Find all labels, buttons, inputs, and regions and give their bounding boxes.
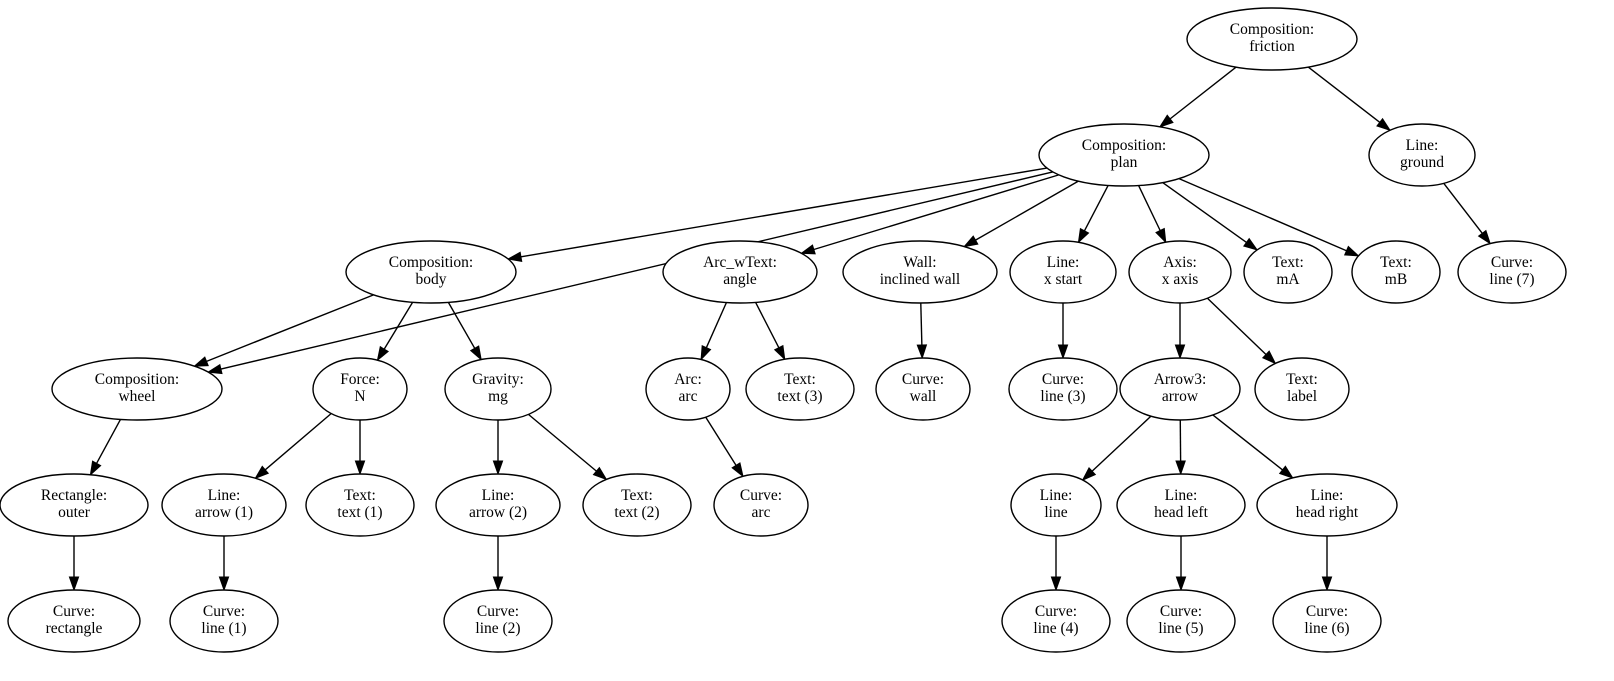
graph-node-textmB[interactable] — [1351, 240, 1441, 304]
graph-edge-arrowhead — [68, 576, 80, 592]
graph-node-arrow1[interactable] — [161, 473, 287, 537]
graph-edge — [1162, 182, 1247, 243]
graph-node-angle[interactable] — [662, 240, 818, 304]
graph-edge — [1137, 185, 1161, 231]
graph-node-arrow2[interactable] — [435, 473, 561, 537]
graph-edge-arrowhead — [206, 363, 223, 375]
graph-node-headleft[interactable] — [1116, 473, 1246, 537]
graph-edge-arrowhead — [1376, 117, 1392, 132]
graph-edge-arrowhead — [1077, 227, 1090, 244]
graph-node-curvearc[interactable] — [713, 473, 809, 537]
graph-edge-arrowhead — [1278, 465, 1294, 479]
graph-node-headright[interactable] — [1256, 473, 1398, 537]
graph-node-body[interactable] — [345, 240, 517, 304]
graph-node-text2[interactable] — [582, 473, 692, 537]
graph-edge — [975, 180, 1079, 241]
graph-node-forceN[interactable] — [312, 357, 408, 421]
graph-node-wheel[interactable] — [51, 357, 223, 421]
graph-node-textmA[interactable] — [1243, 240, 1333, 304]
graph-edge-arrowhead — [1343, 245, 1360, 257]
graph-edge-arrowhead — [773, 344, 786, 361]
graph-edge-arrowhead — [1155, 227, 1167, 244]
graph-edge-arrowhead — [1321, 576, 1333, 592]
graph-edge-arrowhead — [218, 576, 230, 592]
graph-edge — [206, 294, 374, 362]
graph-edge — [1169, 66, 1237, 120]
graph-node-arcarc[interactable] — [645, 357, 731, 421]
graph-edge-arrowhead — [193, 356, 209, 367]
graph-edge-arrowhead — [492, 460, 504, 476]
graph-node-curvewall[interactable] — [875, 357, 971, 421]
graph-node-lineline[interactable] — [1010, 473, 1102, 537]
graph-edge-arrowhead — [89, 460, 102, 477]
graph-edge — [754, 302, 780, 349]
graph-edge — [220, 171, 1053, 370]
graph-node-line1[interactable] — [169, 589, 279, 653]
graph-edge — [813, 174, 1059, 251]
graph-edge-arrowhead — [700, 345, 712, 361]
graph-edge — [383, 301, 414, 350]
graph-edge — [1206, 297, 1267, 355]
graph-edge — [264, 412, 332, 471]
graph-node-line6[interactable] — [1272, 589, 1382, 653]
graph-edge-arrowhead — [799, 244, 816, 255]
graph-node-ground[interactable] — [1368, 123, 1476, 187]
graph-node-xstart[interactable] — [1009, 240, 1117, 304]
graph-edge-arrowhead — [1158, 114, 1174, 128]
graph-node-text3[interactable] — [745, 357, 855, 421]
graph-edge-arrowhead — [1243, 237, 1259, 251]
graph-node-textlabel[interactable] — [1254, 357, 1350, 421]
graph-edge-arrowhead — [592, 466, 608, 481]
graph-edge — [1091, 415, 1152, 472]
graph-edge-arrowhead — [916, 344, 928, 360]
graph-edge-arrowhead — [1081, 466, 1097, 482]
graph-edge — [1083, 185, 1109, 232]
graph-edge-arrowhead — [354, 460, 366, 476]
graph-edge — [705, 302, 728, 348]
graph-edge — [1178, 178, 1347, 252]
graph-edge — [1307, 66, 1381, 123]
graph-edge — [705, 416, 737, 466]
graph-node-line3[interactable] — [1008, 357, 1118, 421]
graph-edge-arrowhead — [469, 345, 482, 361]
graph-edge-arrowhead — [962, 235, 979, 248]
graph-edge-arrowhead — [254, 465, 270, 480]
graph-edge-arrowhead — [506, 251, 523, 262]
graph-node-line5[interactable] — [1126, 589, 1236, 653]
graph-edge-arrowhead — [1050, 576, 1062, 592]
graph-edge — [96, 419, 122, 464]
graph-edge — [920, 302, 923, 346]
graph-node-line4[interactable] — [1001, 589, 1111, 653]
graph-node-friction[interactable] — [1186, 7, 1358, 71]
graph-node-line2[interactable] — [443, 589, 553, 653]
graph-edge — [527, 413, 597, 472]
graph-node-arrow3[interactable] — [1119, 357, 1241, 421]
graph-edge — [1212, 414, 1283, 471]
graph-edge — [447, 302, 476, 349]
graph-node-gravitymg[interactable] — [444, 357, 552, 421]
graph-edge-arrowhead — [1477, 229, 1492, 245]
graph-edge-arrowhead — [376, 345, 390, 362]
graph-edge-arrowhead — [731, 462, 744, 478]
graph-node-text1[interactable] — [305, 473, 415, 537]
graph-edge-arrowhead — [1175, 576, 1187, 592]
graph-node-xaxis[interactable] — [1128, 240, 1232, 304]
graph-node-curverect[interactable] — [7, 589, 141, 653]
graph-edge-arrowhead — [1174, 344, 1186, 360]
graph-edge-arrowhead — [1261, 350, 1277, 365]
graph-edge-arrowhead — [492, 576, 504, 592]
graph-node-rectouter[interactable] — [0, 473, 149, 537]
graph-node-plan[interactable] — [1038, 123, 1210, 187]
graph-node-inclinedwall[interactable] — [842, 240, 998, 304]
graph-edge — [1443, 182, 1483, 234]
graph-edge — [520, 167, 1047, 258]
graph-edge-arrowhead — [1057, 344, 1069, 360]
graph-edge-arrowhead — [1175, 460, 1186, 476]
graph-node-line7[interactable] — [1457, 240, 1567, 304]
